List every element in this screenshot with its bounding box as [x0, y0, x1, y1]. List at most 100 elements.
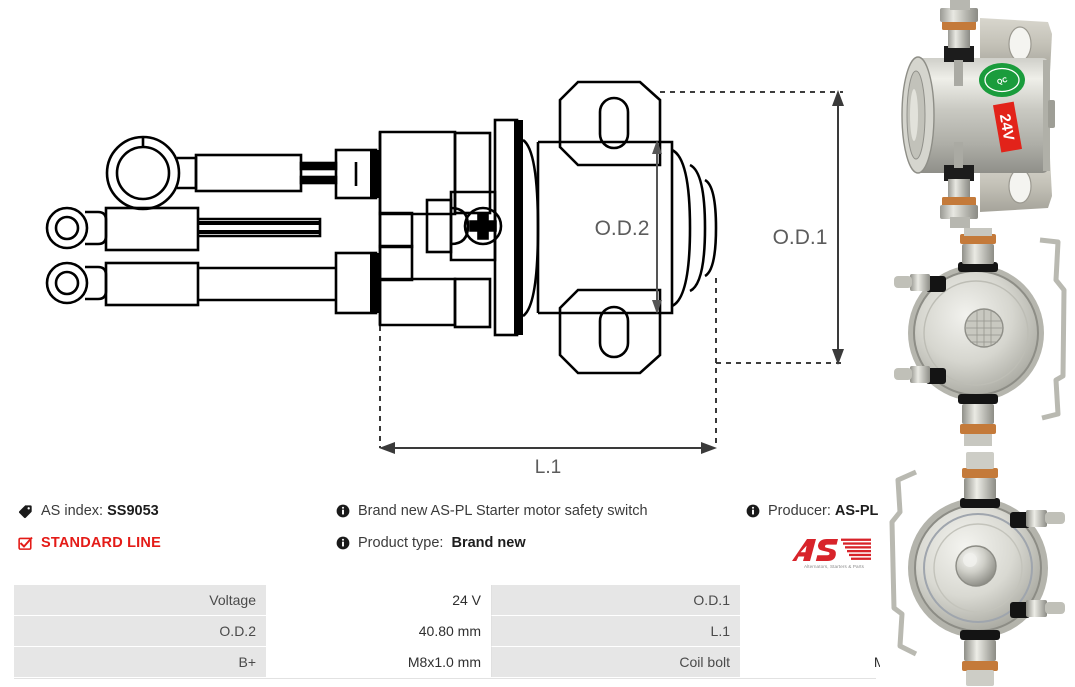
as-pl-logo: Alternators, Starters & Parts	[788, 536, 880, 576]
mounting-bracket-bottom	[558, 288, 662, 375]
insulator-top	[944, 46, 974, 62]
housing-block-top	[378, 130, 457, 216]
left-column: O.D.2 O.D.1	[0, 80, 958, 679]
housing-block-mid-upper	[378, 211, 414, 249]
phillips-cross	[469, 212, 497, 240]
cable-sleeve-mid	[104, 206, 200, 252]
wire-bracket-left	[889, 469, 918, 657]
end-cap-1	[671, 148, 692, 308]
as-index-value: SS9053	[107, 503, 159, 519]
end-cap-3	[704, 178, 718, 278]
stud-upper-right	[1010, 510, 1065, 528]
product-photo-end-view-dome[interactable]	[880, 450, 1075, 687]
seal-bottom	[960, 630, 1000, 640]
table-row: O.D.2 40.80 mm L.1 65.20 mm	[14, 616, 958, 647]
cable-sleeve-upper	[194, 153, 303, 193]
hex-nut-top	[940, 8, 978, 22]
checkbox-checked-icon	[18, 536, 33, 551]
terminal-ring-low-inner	[54, 270, 80, 296]
product-photo-end-view-mesh[interactable]	[880, 228, 1075, 450]
product-type-label: Product type:	[358, 535, 444, 551]
terminal-post-top	[954, 60, 963, 86]
od2-label: O.D.2	[595, 217, 650, 240]
dimension-od2	[652, 140, 662, 314]
terminal-ring-low-outer	[45, 261, 89, 305]
as-index-label: AS index:	[41, 503, 104, 519]
table-row: Voltage 24 V O.D.1 71.30 mm	[14, 585, 958, 616]
centre-dome	[955, 545, 997, 587]
screw-head-circle	[463, 206, 503, 246]
as-pl-logo-mark	[792, 538, 871, 561]
hex-nut-top	[962, 244, 994, 264]
product-type-value: Brand new	[451, 535, 526, 551]
wire-bracket-right	[1039, 237, 1067, 421]
seal-top	[958, 262, 998, 272]
spec-label: Coil bolt	[492, 647, 740, 677]
table-row: B+ M8x1.0 mm Coil bolt M8x1.0 mm	[14, 647, 958, 677]
specifications-table: Voltage 24 V O.D.1 71.30 mm O.D.2 40.80 …	[14, 585, 958, 677]
info-icon	[336, 536, 350, 550]
product-photo-strip: QC 24V	[880, 0, 1075, 687]
hex-nut-top	[964, 478, 996, 499]
info-icon	[336, 504, 350, 518]
stud-lower-right	[1010, 600, 1065, 618]
l1-label: L.1	[535, 457, 561, 478]
insulator-bottom	[944, 165, 974, 181]
spec-label: B+	[14, 647, 266, 677]
stud-lower-left	[894, 366, 946, 384]
flange-shadow	[514, 120, 523, 335]
screw-shoulder	[425, 198, 453, 254]
product-photo-side-view[interactable]: QC 24V	[880, 0, 1075, 228]
housing-block-mid-lower	[378, 244, 414, 282]
dimension-od1	[832, 90, 844, 365]
terminal-ring-large-inner	[115, 145, 171, 201]
flange-plate	[493, 118, 519, 337]
producer-value: AS-PL	[834, 503, 879, 519]
mounting-bracket-top	[558, 80, 662, 167]
spec-label: Voltage	[14, 585, 266, 616]
as-pl-logo-tagline: Alternators, Starters & Parts	[803, 564, 865, 569]
solenoid-body	[538, 140, 674, 315]
terminal-ring-mid-outer	[45, 206, 89, 250]
spec-value: 24 V	[266, 585, 492, 616]
hex-nut-bottom	[962, 404, 994, 424]
dimension-od1-extension	[660, 91, 843, 364]
spec-value: M8x1.0 mm	[266, 647, 492, 677]
hex-nut-bottom	[964, 640, 996, 661]
bracket-slot-top	[598, 96, 630, 150]
info-icon	[746, 504, 760, 518]
spec-value: 40.80 mm	[266, 616, 492, 647]
spec-label: O.D.2	[14, 616, 266, 647]
spec-label: L.1	[492, 616, 740, 647]
table-bottom-rule	[14, 678, 876, 679]
terminal-ring-mid-inner	[54, 215, 80, 241]
seal-top	[960, 498, 1000, 508]
producer-label: Producer:	[768, 503, 831, 519]
bracket-slot-bottom	[598, 305, 630, 359]
as-index-line: AS index: SS9053	[18, 503, 159, 519]
standard-line-badge: STANDARD LINE	[18, 535, 161, 551]
terminal-boss-upper	[453, 131, 492, 215]
svg-text:24V: 24V	[996, 113, 1017, 142]
copper-washer-top	[942, 20, 976, 30]
terminal-post-bottom	[954, 142, 963, 168]
technical-drawing: O.D.2 O.D.1	[45, 80, 844, 478]
product-type-line: Product type: Brand new	[336, 535, 526, 551]
copper-washer-bottom	[942, 197, 976, 207]
dimension-l1-extension	[379, 278, 717, 448]
description-text: Brand new AS-PL Starter motor safety swi…	[358, 503, 648, 519]
stud-upper-left	[894, 274, 946, 292]
seal-bottom	[958, 394, 998, 404]
od1-label: O.D.1	[773, 226, 828, 249]
spec-label: O.D.1	[492, 585, 740, 616]
quality-passed-sticker: QC	[979, 63, 1025, 97]
cable-sleeve-low	[104, 261, 200, 307]
producer-line: Producer: AS-PL	[746, 503, 878, 519]
product-info-block: AS index: SS9053 STANDARD LINE	[0, 495, 880, 580]
housing-block-bottom	[378, 277, 457, 327]
svg-text:QC: QC	[996, 77, 1008, 87]
dimension-l1	[379, 442, 717, 454]
terminal-boss-lower	[453, 277, 492, 329]
end-cap-2	[689, 163, 707, 293]
